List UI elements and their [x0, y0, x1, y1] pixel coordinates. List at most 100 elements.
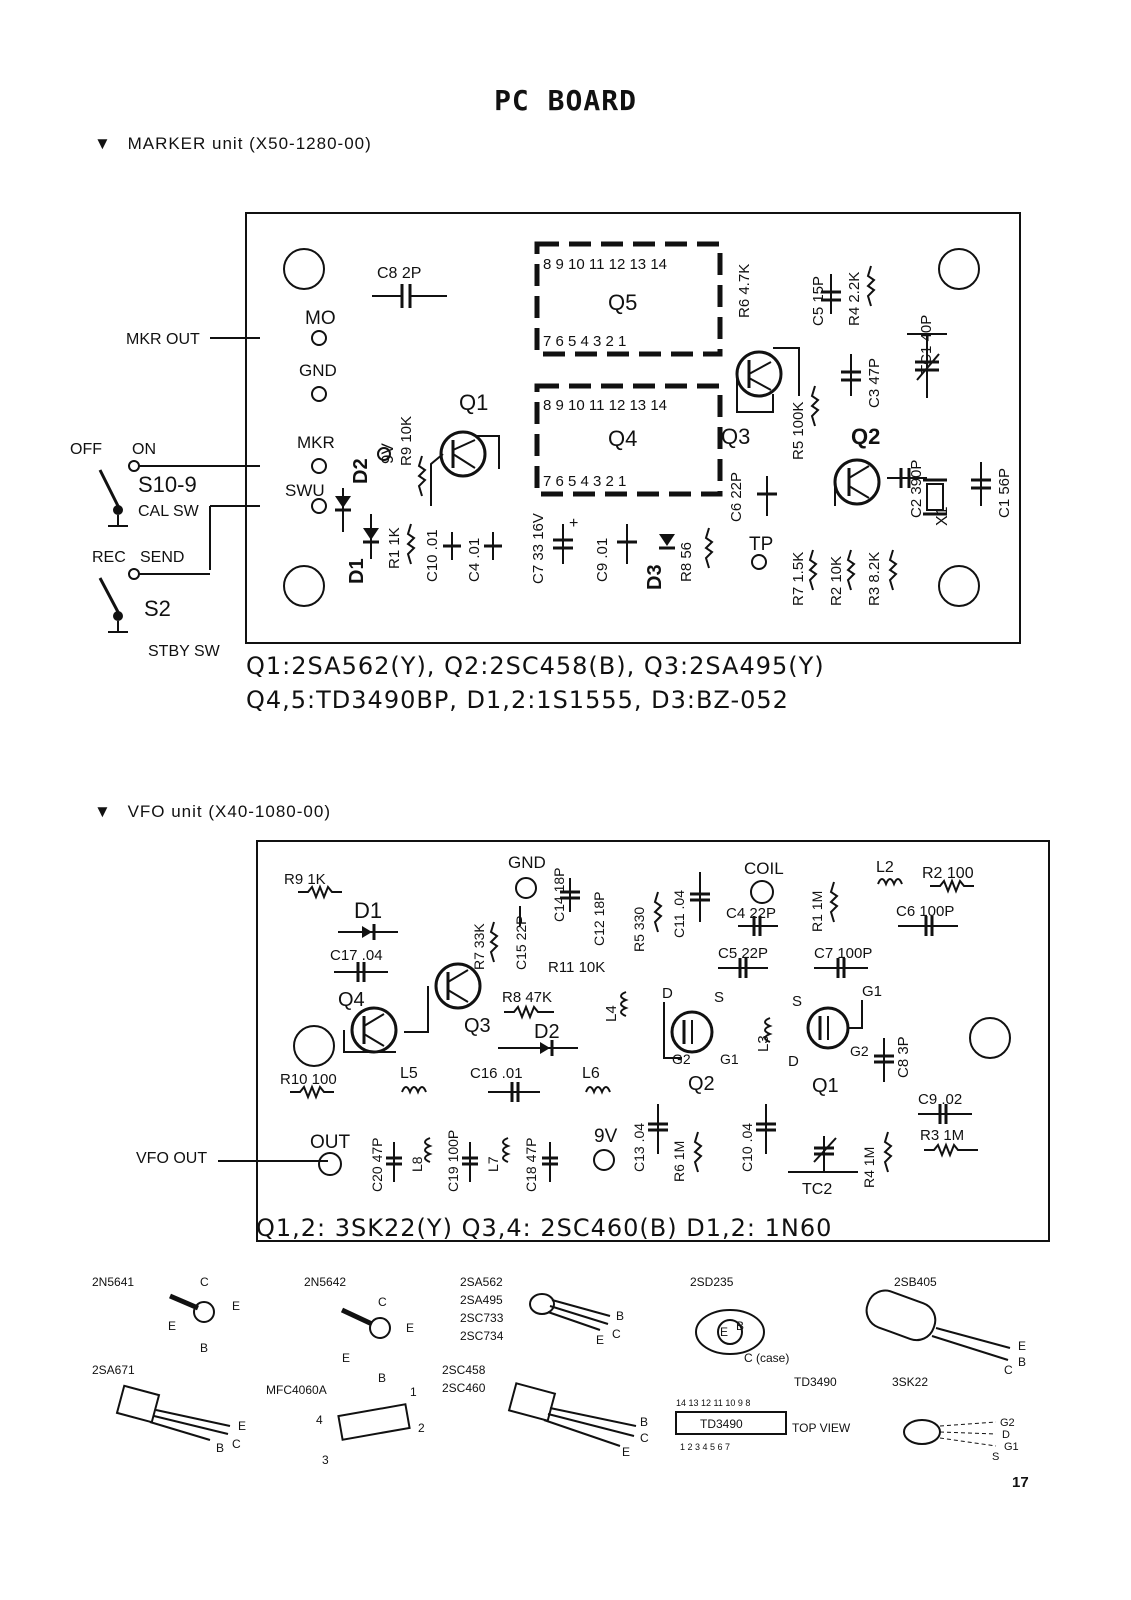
svg-text:E: E — [1018, 1339, 1026, 1353]
svg-text:C (case): C (case) — [744, 1351, 789, 1365]
page-title: PC BOARD — [494, 84, 637, 117]
vfo-c17-label: C17 .04 — [330, 947, 383, 964]
cal-sw-label: CAL SW — [138, 503, 200, 520]
q2-transistor — [833, 458, 881, 506]
c7-plus: + — [569, 515, 578, 532]
vfo-terminal-coil — [750, 880, 774, 904]
vfo-r6-label: R6 1M — [671, 1141, 687, 1182]
r3-label: R3 8.2K — [866, 552, 883, 606]
svg-text:C: C — [640, 1431, 649, 1445]
svg-text:C: C — [1004, 1363, 1013, 1377]
svg-text:TD3490: TD3490 — [700, 1417, 743, 1431]
page-number: 17 — [1012, 1474, 1029, 1491]
svg-text:E: E — [238, 1419, 246, 1433]
svg-text:2SC734: 2SC734 — [460, 1329, 504, 1343]
vfo-q1-g1-label: G1 — [862, 983, 882, 1000]
mounting-hole — [283, 248, 325, 290]
rec-label: REC — [92, 549, 126, 566]
stby-sw-label: STBY SW — [148, 643, 221, 660]
mounting-hole — [969, 1017, 1011, 1059]
r2-label: R2 10K — [828, 556, 845, 606]
marker-board: 8 9 10 11 12 13 14 Q5 7 6 5 4 3 2 1 8 9 … — [245, 212, 1021, 644]
svg-text:1: 1 — [410, 1385, 417, 1399]
ic-q4-top-pins: 8 9 10 11 12 13 14 — [543, 397, 667, 414]
vfo-c11-label: C11 .04 — [671, 890, 687, 938]
vfo-q1-d-label: D — [788, 1053, 799, 1070]
c2-label: C2 390P — [908, 460, 925, 518]
svg-text:E: E — [596, 1333, 604, 1347]
x1-label: X1 — [934, 506, 951, 526]
pinout-2sa671-name: 2SA671 — [92, 1363, 135, 1377]
svg-text:1 2 3 4 5 6 7: 1 2 3 4 5 6 7 — [680, 1442, 730, 1452]
vfo-terminal-out — [318, 1152, 342, 1176]
vfo-c10-label: C10 .04 — [739, 1123, 755, 1172]
vfo-c8-label: C8 3P — [895, 1036, 912, 1078]
svg-text:C: C — [378, 1295, 387, 1309]
svg-text:B: B — [1018, 1355, 1026, 1369]
vfo-r9-label: R9 1K — [284, 871, 326, 888]
pinout-diagrams: 2N5641 C E E B 2N5642 C E E B 2SA562 2SA… — [92, 1275, 1026, 1467]
d3-label: D3 — [644, 564, 666, 590]
pinout-2sd235-name: 2SD235 — [690, 1275, 734, 1289]
vfo-l5-label: L5 — [400, 1065, 418, 1082]
mounting-hole — [293, 1025, 335, 1067]
terminal-mo — [311, 330, 327, 346]
vfo-c6-label: C6 100P — [896, 903, 954, 920]
terminal-mo-label: MO — [305, 308, 336, 329]
svg-text:E: E — [720, 1325, 728, 1339]
svg-text:E: E — [168, 1319, 176, 1333]
vfo-q3-transistor — [434, 962, 482, 1010]
svg-text:G1: G1 — [1004, 1441, 1019, 1453]
vfo-terminal-9v — [593, 1149, 615, 1171]
pinout-2sa562-name: 2SA562 — [460, 1275, 503, 1289]
svg-text:E: E — [342, 1351, 350, 1365]
svg-text:E: E — [406, 1321, 414, 1335]
terminal-swu-label: SWU — [285, 481, 325, 500]
vfo-c7-label: C7 100P — [814, 945, 872, 962]
r4-label: R4 2.2K — [846, 272, 863, 326]
svg-text:B: B — [640, 1415, 648, 1429]
svg-text:B: B — [216, 1441, 224, 1455]
vfo-out-terminal-label: OUT — [310, 1132, 351, 1153]
marker-parts-line-1: Q1:2SA562(Y), Q2:2SC458(B), Q3:2SA495(Y) — [246, 652, 825, 680]
pinout-2n5642-name: 2N5642 — [304, 1275, 346, 1289]
vfo-l3-label: L3 — [755, 1035, 772, 1052]
svg-text:2: 2 — [418, 1421, 425, 1435]
vfo-c14-label: C14 18P — [551, 868, 567, 922]
vfo-c9-label: C9 .02 — [918, 1091, 962, 1108]
vfo-out-label: VFO OUT — [136, 1150, 208, 1167]
vfo-c20-label: C20 47P — [369, 1138, 385, 1192]
s10-9-label: S10-9 — [138, 472, 197, 497]
r6-label: R6 4.7K — [736, 264, 753, 318]
terminal-tp-label: TP — [749, 534, 773, 555]
svg-text:B: B — [378, 1371, 386, 1385]
q3-label: Q3 — [721, 424, 750, 449]
ic-q4-outline — [534, 383, 723, 497]
vfo-board-drawing: GND COIL OUT 9V R9 1K D1 R7 33K C15 22P … — [280, 853, 1011, 1198]
pinout-2n5641-name: 2N5641 — [92, 1275, 134, 1289]
vfo-c13-label: C13 .04 — [631, 1123, 647, 1172]
vfo-q2-label: Q2 — [688, 1073, 715, 1095]
marker-heading: ▼ MARKER unit (X50-1280-00) — [94, 134, 372, 153]
vfo-gnd-label: GND — [508, 853, 546, 872]
c9-label: C9 .01 — [594, 538, 611, 582]
vfo-c5-label: C5 22P — [718, 945, 768, 962]
svg-text:E: E — [622, 1445, 630, 1459]
vfo-r11-label: R11 10K — [548, 959, 605, 976]
svg-text:3: 3 — [322, 1453, 329, 1467]
r8-label: R8 56 — [678, 542, 695, 582]
vfo-c4-label: C4 22P — [726, 905, 776, 922]
vfo-q1-g2-label: G2 — [850, 1043, 869, 1059]
vfo-q4-label: Q4 — [338, 989, 365, 1011]
vfo-r10-label: R10 100 — [280, 1071, 337, 1088]
vfo-9v-label: 9V — [594, 1126, 618, 1147]
d1-label: D1 — [346, 558, 368, 584]
vfo-l2-label: L2 — [876, 859, 894, 876]
r9-label: R9 10K — [398, 416, 415, 466]
triangle-bullet-icon: ▼ — [94, 802, 112, 821]
top-view-label: TOP VIEW — [792, 1421, 851, 1435]
svg-text:B: B — [736, 1319, 744, 1333]
r7-label: R7 1.5K — [790, 552, 807, 606]
q1-transistor — [439, 430, 487, 478]
svg-text:2SC460: 2SC460 — [442, 1381, 486, 1395]
